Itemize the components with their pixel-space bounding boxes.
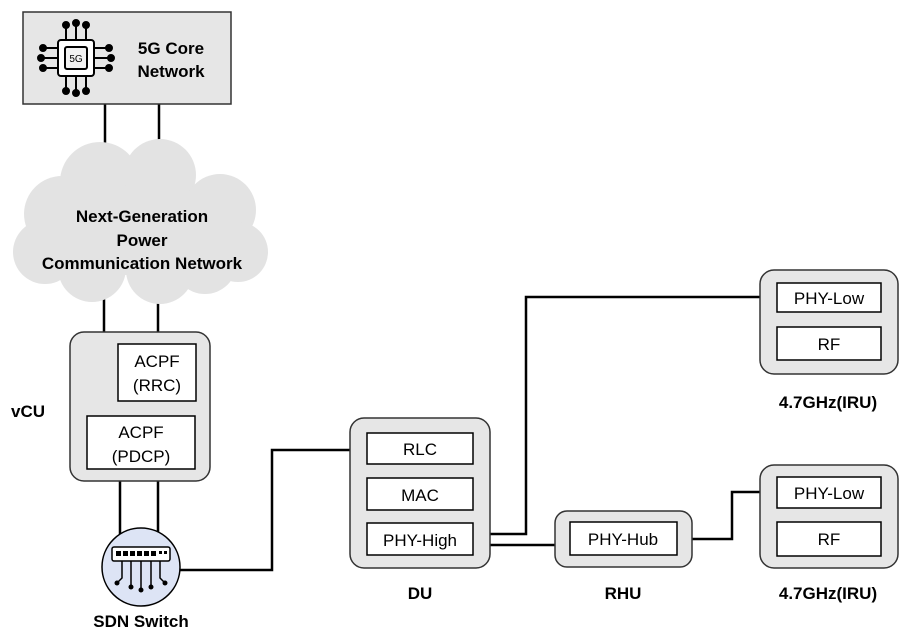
sdn-switch-icon xyxy=(101,527,181,607)
rlc-box xyxy=(366,432,474,465)
cloud-title-line2: Power xyxy=(116,231,167,250)
acpf-rrc-line1: ACPF xyxy=(134,352,179,371)
chip-5g-icon xyxy=(37,19,115,97)
chip-label: 5G xyxy=(69,54,83,65)
cloud-title-line1: Next-Generation xyxy=(76,207,208,226)
mac-box xyxy=(366,477,474,511)
vcu-node: ACPF (RRC) ACPF (PDCP) vCU xyxy=(11,331,211,482)
acpf-pdcp-line1: ACPF xyxy=(118,423,163,442)
iru-top-rf-label: RF xyxy=(818,335,841,354)
iru-bottom-phy-low-label: PHY-Low xyxy=(794,484,865,503)
iru-bottom-label: 4.7GHz(IRU) xyxy=(779,584,877,603)
iru-bottom-rf-label: RF xyxy=(818,530,841,549)
du-label: DU xyxy=(408,584,433,603)
power-communication-cloud: Next-Generation Power Communication Netw… xyxy=(13,139,268,304)
iru-top-phy-low-label: PHY-Low xyxy=(794,289,865,308)
acpf-pdcp-box xyxy=(86,415,196,470)
core-network-box xyxy=(22,11,232,105)
iru-bottom-rf-box xyxy=(776,521,882,557)
phyhigh-iru-top-link xyxy=(474,295,777,536)
rhu-node: PHY-Hub RHU xyxy=(554,510,693,603)
phy-high-label: PHY-High xyxy=(383,531,457,550)
core-network-title-line1: 5G Core xyxy=(138,39,204,58)
acpf-pdcp-line2: (PDCP) xyxy=(112,447,171,466)
iru-top-node: PHY-Low RF 4.7GHz(IRU) xyxy=(759,269,899,412)
phy-hub-box xyxy=(569,521,678,556)
core-network-node: 5G 5G Core Network xyxy=(22,11,232,105)
vcu-label: vCU xyxy=(11,402,45,421)
iru-bottom-node: PHY-Low RF 4.7GHz(IRU) xyxy=(759,464,899,603)
iru-top-phy-low-box xyxy=(776,282,882,313)
acpf-rrc-box xyxy=(117,343,197,402)
sdn-switch-label: SDN Switch xyxy=(93,612,188,631)
iru-top-rf-box xyxy=(776,326,882,361)
sdn-switch-node: SDN Switch xyxy=(93,527,189,631)
cloud-title-line3: Communication Network xyxy=(42,254,243,273)
phyhub-iru-bottom-link xyxy=(677,490,777,541)
switch-rlc-link xyxy=(180,448,367,572)
phy-high-box xyxy=(366,522,474,556)
du-node: RLC MAC PHY-High DU xyxy=(349,417,491,603)
acpf-rrc-line2: (RRC) xyxy=(133,376,181,395)
iru-top-label: 4.7GHz(IRU) xyxy=(779,393,877,412)
iru-bottom-phy-low-box xyxy=(776,476,882,509)
mac-label: MAC xyxy=(401,486,439,505)
rlc-label: RLC xyxy=(403,440,437,459)
phy-hub-label: PHY-Hub xyxy=(588,530,658,549)
core-network-title-line2: Network xyxy=(137,62,205,81)
rhu-label: RHU xyxy=(605,584,642,603)
